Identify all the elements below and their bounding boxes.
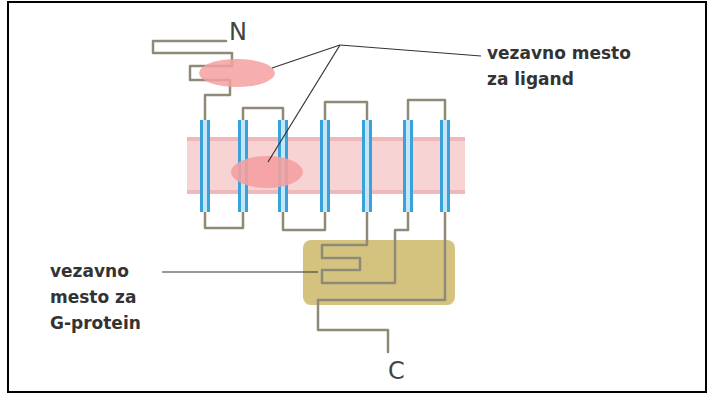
helix xyxy=(323,120,327,212)
terminus-label: C xyxy=(388,357,405,385)
helices xyxy=(200,120,450,212)
helix xyxy=(440,120,450,212)
helix xyxy=(443,120,447,212)
leader-lines xyxy=(162,45,481,272)
helix xyxy=(320,120,330,212)
leader-line xyxy=(162,271,318,272)
callout-label: vezavno mesto za G-protein xyxy=(50,258,160,336)
polypeptide-chain xyxy=(153,41,445,352)
helix xyxy=(203,120,207,212)
helix xyxy=(362,120,372,212)
leader-line xyxy=(340,45,481,56)
terminus-label: N xyxy=(229,18,247,46)
leader-line xyxy=(268,45,340,162)
helix xyxy=(403,120,413,212)
ligand-site xyxy=(199,59,275,87)
leader-line xyxy=(272,45,340,68)
ligand-site xyxy=(231,156,303,188)
helix xyxy=(365,120,369,212)
helix xyxy=(406,120,410,212)
g-protein-site xyxy=(303,240,455,305)
callout-label: vezavno mesto za ligand xyxy=(487,40,645,92)
frame xyxy=(8,2,706,392)
helix xyxy=(200,120,210,212)
